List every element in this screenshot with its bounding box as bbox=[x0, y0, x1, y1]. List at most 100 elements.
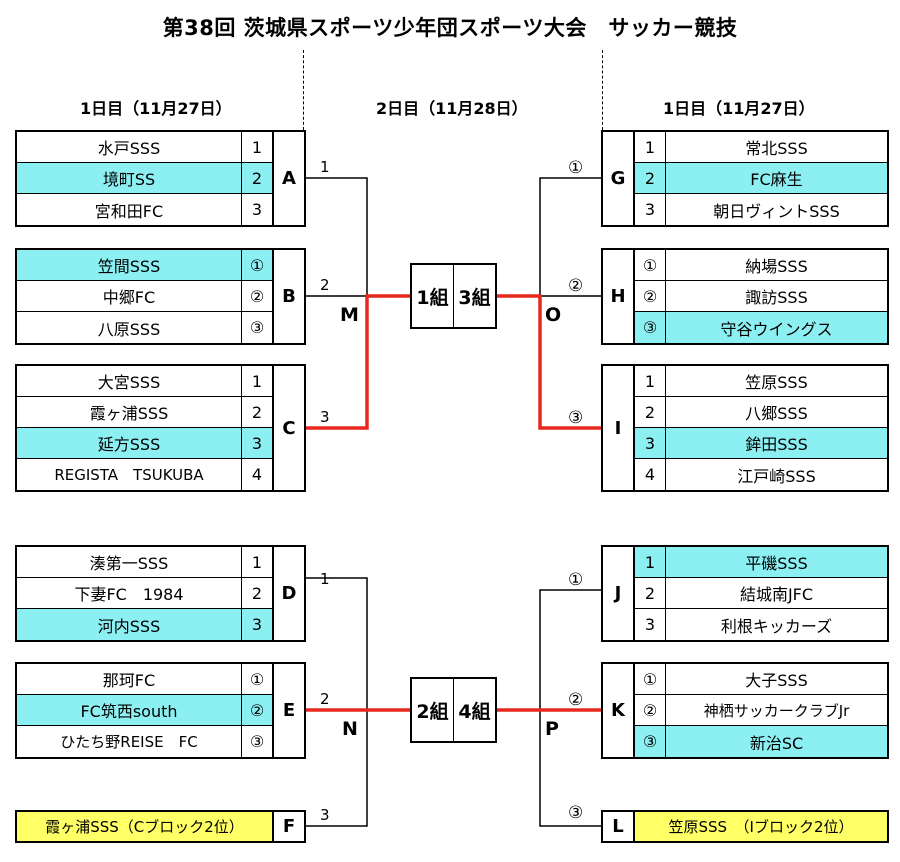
group-l-table: 笠原SSS （Iブロック2位） bbox=[633, 810, 889, 843]
team-row: ③ 新治SC bbox=[635, 726, 887, 757]
team-row: 4 江戸崎SSS bbox=[635, 459, 887, 490]
group-i-letter: I bbox=[601, 364, 635, 492]
group-j-letter: J bbox=[601, 545, 635, 642]
team-row: 3 利根キッカーズ bbox=[635, 609, 887, 640]
page-title: 第38回 茨城県スポーツ少年団スポーツ大会 サッカー競技 bbox=[162, 16, 738, 40]
group-f-table: 霞ヶ浦SSS（Cブロック2位） bbox=[15, 810, 274, 843]
bracket-label-l: ③ bbox=[568, 803, 584, 823]
bracket-label-g: ① bbox=[568, 158, 584, 178]
team-rank: 1 bbox=[635, 132, 666, 162]
bracket-label-e: 2 bbox=[320, 690, 330, 708]
team-name: 平磯SSS bbox=[745, 554, 808, 573]
group-e-letter: E bbox=[272, 662, 306, 759]
day1-left-label: 1日目（11月27日） bbox=[80, 99, 232, 118]
team-row: 河内SSS 3 bbox=[17, 609, 272, 640]
group-f-letter: F bbox=[272, 810, 306, 843]
team-name: 納場SSS bbox=[745, 257, 808, 276]
team-row: 霞ヶ浦SSS 2 bbox=[17, 397, 272, 428]
team-rank: 2 bbox=[241, 397, 272, 427]
team-rank: 3 bbox=[635, 194, 666, 225]
team-row: 笠原SSS （Iブロック2位） bbox=[635, 812, 887, 841]
team-rank: 1 bbox=[635, 366, 666, 396]
team-rank: ① bbox=[241, 250, 272, 280]
center-box-top: 1組 3組 bbox=[410, 263, 497, 329]
group-k-letter: K bbox=[601, 662, 635, 759]
team-rank: ③ bbox=[241, 312, 272, 343]
group-d-table: 湊第一SSS 1 下妻FC 1984 2 河内SSS 3 bbox=[15, 545, 274, 642]
team-rank: ① bbox=[241, 664, 272, 694]
team-row: FC筑西south ② bbox=[17, 695, 272, 726]
group-b-letter: B bbox=[272, 248, 306, 345]
team-name: 諏訪SSS bbox=[745, 288, 808, 307]
team-row: 中郷FC ② bbox=[17, 281, 272, 312]
team-rank: ③ bbox=[241, 726, 272, 757]
bracket-label-j: ① bbox=[568, 570, 584, 590]
team-name: 水戸SSS bbox=[97, 139, 161, 158]
center-bottom-left: 2組 bbox=[416, 700, 449, 723]
team-row: 下妻FC 1984 2 bbox=[17, 578, 272, 609]
team-row: 八原SSS ③ bbox=[17, 312, 272, 343]
team-row: 水戸SSS 1 bbox=[17, 132, 272, 163]
team-name: 利根キッカーズ bbox=[720, 616, 833, 636]
center-box-bottom: 2組 4組 bbox=[410, 677, 497, 743]
team-row: ② 神栖サッカークラブJr bbox=[635, 695, 887, 726]
divider-right bbox=[602, 50, 603, 130]
team-name: 江戸崎SSS bbox=[737, 466, 816, 486]
team-rank: ② bbox=[635, 281, 666, 311]
match-label-p: P bbox=[545, 718, 559, 740]
team-row: 1 平磯SSS bbox=[635, 547, 887, 578]
team-rank: 2 bbox=[635, 163, 666, 193]
team-row: 延方SSS 3 bbox=[17, 428, 272, 459]
group-d-letter: D bbox=[272, 545, 306, 642]
day1-right-label: 1日目（11月27日） bbox=[663, 99, 815, 118]
team-row: ひたち野REISE FC ③ bbox=[17, 726, 272, 757]
center-top-right: 3組 bbox=[453, 265, 495, 327]
team-row: 2 FC麻生 bbox=[635, 163, 887, 194]
team-name: 結城南JFC bbox=[739, 585, 814, 604]
group-a-table: 水戸SSS 1 境町SS 2 宮和田FC 3 bbox=[15, 130, 274, 227]
team-name: 霞ヶ浦SSS bbox=[89, 404, 169, 423]
team-row: 湊第一SSS 1 bbox=[17, 547, 272, 578]
team-rank: 4 bbox=[241, 459, 272, 490]
team-row: 3 朝日ヴィントSSS bbox=[635, 194, 887, 225]
bracket-label-a: 1 bbox=[320, 158, 330, 176]
team-name: 新治SC bbox=[749, 733, 804, 753]
team-row: 霞ヶ浦SSS（Cブロック2位） bbox=[17, 812, 272, 841]
group-i-table: 1 笠原SSS 2 八郷SSS 3 鉾田SSS 4 江戸崎SSS bbox=[633, 364, 889, 492]
team-name: 下妻FC 1984 bbox=[74, 585, 184, 604]
center-top-left: 1組 bbox=[416, 286, 449, 309]
group-c-letter: C bbox=[272, 364, 306, 492]
team-name: ひたち野REISE FC bbox=[60, 733, 198, 751]
group-k-table: ① 大子SSS ② 神栖サッカークラブJr ③ 新治SC bbox=[633, 662, 889, 759]
team-rank: ② bbox=[241, 281, 272, 311]
bracket-label-c: 3 bbox=[320, 408, 330, 426]
team-row: 1 笠原SSS bbox=[635, 366, 887, 397]
team-rank: 4 bbox=[635, 459, 666, 490]
team-rank: ① bbox=[635, 664, 666, 694]
match-label-o: O bbox=[545, 304, 562, 326]
team-rank: 2 bbox=[635, 578, 666, 608]
match-label-m: M bbox=[340, 304, 359, 326]
group-a-letter: A bbox=[272, 130, 306, 227]
team-row: ① 納場SSS bbox=[635, 250, 887, 281]
day2-label: 2日目（11月28日） bbox=[376, 99, 528, 118]
team-name: REGISTA TSUKUBA bbox=[54, 466, 204, 484]
team-name: 鉾田SSS bbox=[745, 435, 808, 454]
team-name: 守谷ウイングス bbox=[720, 319, 833, 339]
team-name: FC筑西south bbox=[80, 702, 178, 721]
team-name: 湊第一SSS bbox=[89, 554, 169, 573]
team-row: 境町SS 2 bbox=[17, 163, 272, 194]
team-rank: ③ bbox=[635, 726, 666, 757]
team-name: 笠原SSS bbox=[745, 373, 808, 392]
team-row: 2 結城南JFC bbox=[635, 578, 887, 609]
team-row: REGISTA TSUKUBA 4 bbox=[17, 459, 272, 490]
team-rank: 1 bbox=[241, 366, 272, 396]
team-rank: ① bbox=[635, 250, 666, 280]
team-row: 那珂FC ① bbox=[17, 664, 272, 695]
bracket-label-k: ② bbox=[568, 690, 584, 710]
team-name: 中郷FC bbox=[102, 288, 156, 307]
team-name: 那珂FC bbox=[102, 671, 156, 690]
team-rank: 2 bbox=[635, 397, 666, 427]
team-name: FC麻生 bbox=[750, 170, 803, 189]
